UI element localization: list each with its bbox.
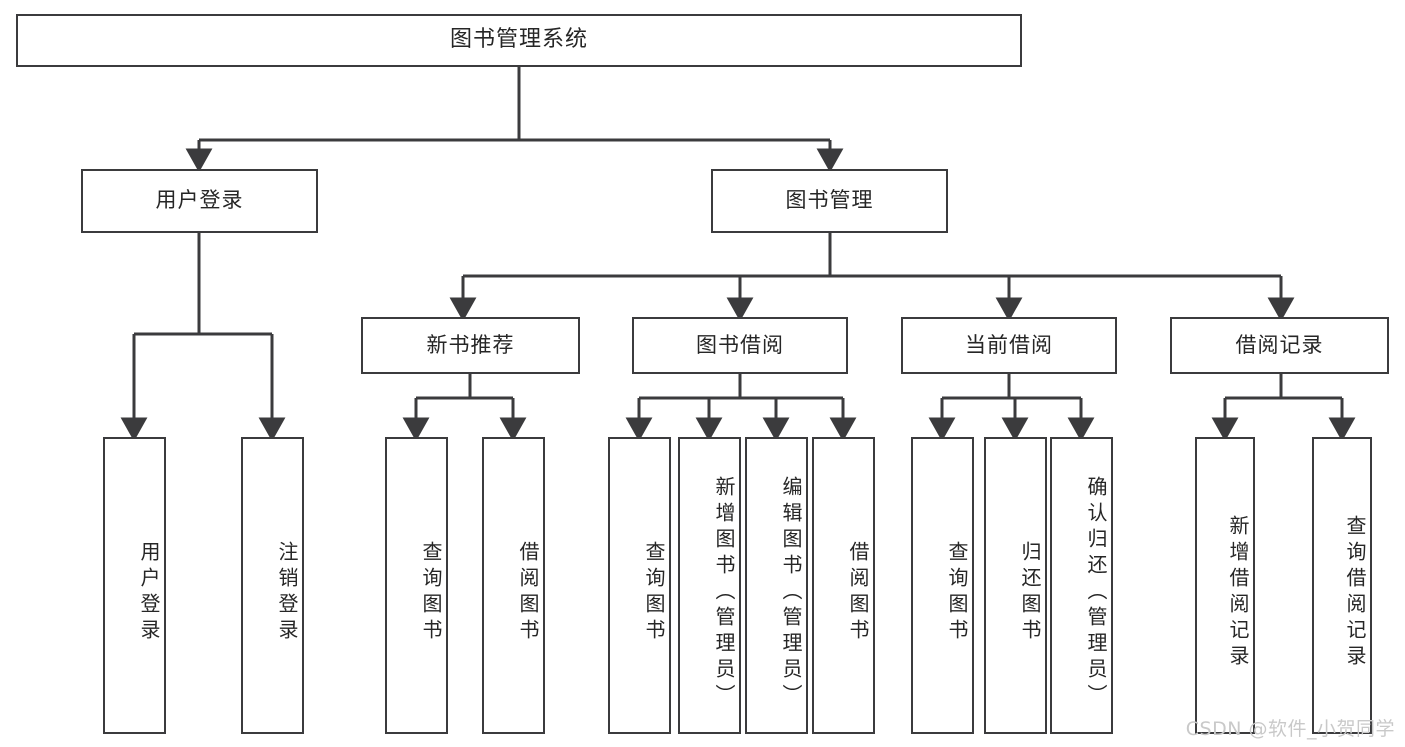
- leaf-label: 编辑图书（管理员）: [779, 475, 803, 710]
- node-borrow-records[interactable]: 借阅记录: [1170, 317, 1389, 374]
- node-book-borrow[interactable]: 图书借阅: [632, 317, 848, 374]
- leaf-label: 查询图书: [945, 540, 969, 645]
- leaf-borrow-book[interactable]: 借阅图书: [812, 437, 875, 734]
- leaf-label: 查询图书: [419, 540, 443, 645]
- leaf-query-book-borrow[interactable]: 查询图书: [608, 437, 671, 734]
- leaf-add-borrow-record[interactable]: 新增借阅记录: [1195, 437, 1255, 734]
- leaf-label: 借阅图书: [516, 540, 540, 645]
- leaf-logout[interactable]: 注销登录: [241, 437, 304, 734]
- leaf-query-book-current[interactable]: 查询图书: [911, 437, 974, 734]
- leaf-label: 确认归还（管理员）: [1084, 475, 1108, 710]
- leaf-label: 归还图书: [1018, 540, 1042, 645]
- leaf-label: 查询图书: [642, 540, 666, 645]
- leaf-label: 新增图书（管理员）: [712, 475, 736, 710]
- node-root-system[interactable]: 图书管理系统: [16, 14, 1022, 67]
- leaf-return-book[interactable]: 归还图书: [984, 437, 1047, 734]
- node-new-book-recommend[interactable]: 新书推荐: [361, 317, 580, 374]
- leaf-user-login[interactable]: 用户登录: [103, 437, 166, 734]
- leaf-query-borrow-record[interactable]: 查询借阅记录: [1312, 437, 1372, 734]
- leaf-confirm-return-admin[interactable]: 确认归还（管理员）: [1050, 437, 1113, 734]
- leaf-label: 借阅图书: [846, 540, 870, 645]
- watermark-text: CSDN @软件_小贺同学: [1185, 718, 1395, 740]
- node-book-management[interactable]: 图书管理: [711, 169, 948, 233]
- leaf-label: 新增借阅记录: [1226, 514, 1250, 671]
- leaf-label: 注销登录: [275, 540, 299, 645]
- leaf-add-book-admin[interactable]: 新增图书（管理员）: [678, 437, 741, 734]
- node-user-login[interactable]: 用户登录: [81, 169, 318, 233]
- leaf-label: 查询借阅记录: [1343, 514, 1367, 671]
- leaf-query-book-recommend[interactable]: 查询图书: [385, 437, 448, 734]
- leaf-borrow-book-recommend[interactable]: 借阅图书: [482, 437, 545, 734]
- node-current-borrow[interactable]: 当前借阅: [901, 317, 1117, 374]
- leaf-edit-book-admin[interactable]: 编辑图书（管理员）: [745, 437, 808, 734]
- leaf-label: 用户登录: [137, 540, 161, 645]
